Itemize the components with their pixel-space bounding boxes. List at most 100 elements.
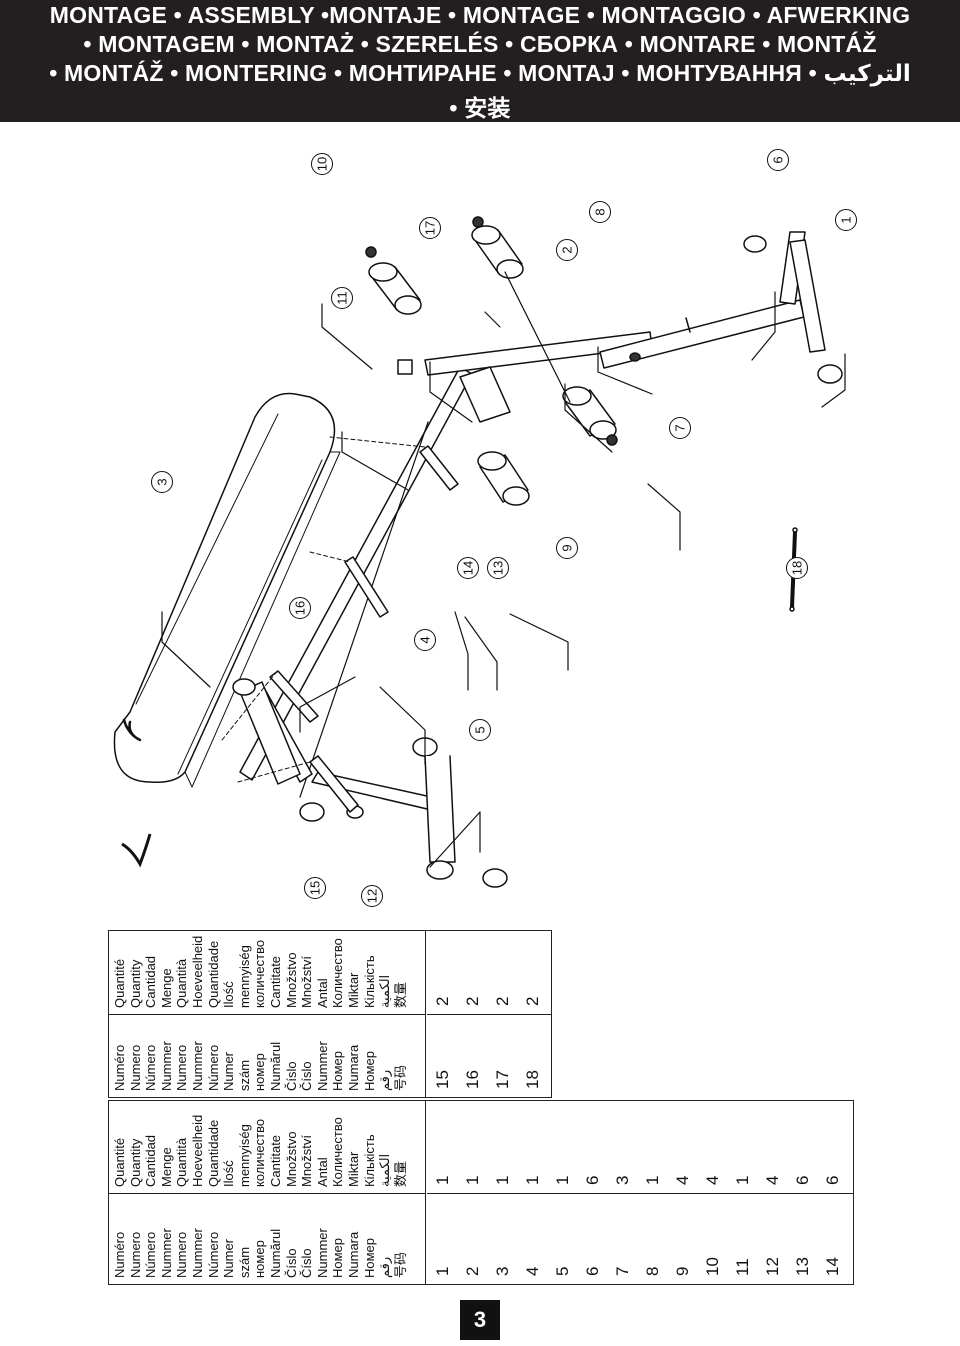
table-header-quantity: Quantidade bbox=[205, 940, 221, 1008]
callout-17: 17 bbox=[419, 217, 441, 239]
table-cell-number: 10 bbox=[703, 1257, 722, 1276]
table-header-quantity: Ilość bbox=[221, 981, 237, 1008]
table-header-number: Číslo bbox=[283, 1248, 299, 1278]
table-header-number: Numero bbox=[127, 1231, 143, 1278]
table-cell-number: 2 bbox=[463, 1266, 482, 1276]
table-header-number: szám bbox=[236, 1246, 252, 1278]
callout-label: 18 bbox=[789, 560, 805, 576]
table-header-number: Číslo bbox=[299, 1061, 315, 1091]
multilingual-header: MONTAGE • ASSEMBLY •MONTAJE • MONTAGE • … bbox=[0, 0, 960, 122]
table-cell-quantity: 6 bbox=[823, 1175, 842, 1185]
table-header-quantity: Menge bbox=[158, 1146, 174, 1187]
front-foot bbox=[743, 231, 843, 384]
callout-label: 4 bbox=[417, 636, 433, 644]
table-header-number: Номер bbox=[361, 1050, 377, 1091]
table-cell-number: 17 bbox=[493, 1070, 512, 1089]
table-cell-number: 12 bbox=[763, 1257, 782, 1276]
roller-axles bbox=[484, 271, 571, 403]
table-header-quantity: Quantità bbox=[174, 1137, 190, 1187]
callout-label: 17 bbox=[422, 220, 438, 236]
table-cell-number: 8 bbox=[643, 1266, 662, 1276]
callout-1: 1 bbox=[835, 209, 857, 231]
table-header-number: Nummer bbox=[158, 1228, 174, 1278]
table-cell-quantity: 1 bbox=[493, 1175, 512, 1185]
callout-label: 10 bbox=[314, 156, 330, 172]
callout-label: 14 bbox=[460, 560, 476, 576]
callout-label: 11 bbox=[334, 291, 350, 305]
table-header-number: Číslo bbox=[283, 1061, 299, 1091]
table-header-quantity: количество bbox=[252, 939, 268, 1008]
table-header-quantity: Cantitate bbox=[268, 1134, 283, 1187]
callout-9: 9 bbox=[556, 537, 578, 559]
table-header-number: Nummer bbox=[190, 1228, 205, 1278]
table-header-number: Номер bbox=[361, 1237, 377, 1278]
table-header-number: Číslo bbox=[299, 1248, 315, 1278]
callout-label: 7 bbox=[672, 424, 688, 432]
table-header-quantity: Количество bbox=[330, 938, 346, 1008]
table-header-quantity: 数量 bbox=[392, 981, 408, 1008]
table-header-quantity: Antal bbox=[314, 978, 330, 1008]
table-header-number: Número bbox=[205, 1044, 221, 1091]
callout-leaders bbox=[161, 291, 846, 868]
callout-label: 13 bbox=[490, 560, 506, 576]
table-header-number: Nummer bbox=[158, 1041, 174, 1091]
assembly-diagram bbox=[0, 122, 960, 922]
header-line-1: MONTAGE • ASSEMBLY •MONTAJE • MONTAGE • … bbox=[49, 2, 911, 28]
callout-5: 5 bbox=[469, 719, 491, 741]
callout-10: 10 bbox=[311, 153, 333, 175]
foam-rollers bbox=[368, 225, 617, 506]
table-cell-quantity: 1 bbox=[433, 1175, 452, 1185]
table-header-quantity: Ilość bbox=[221, 1159, 237, 1187]
table-cell-quantity: 1 bbox=[553, 1175, 572, 1185]
table-header-quantity: количество bbox=[252, 1118, 268, 1187]
callout-2: 2 bbox=[556, 239, 578, 261]
table-cell-number: 5 bbox=[553, 1266, 572, 1276]
table-header-quantity: Quantity bbox=[127, 959, 143, 1008]
table-cell-number: 9 bbox=[673, 1266, 692, 1276]
table-header-quantity: Množstvo bbox=[283, 1130, 299, 1187]
callout-18: 18 bbox=[786, 557, 808, 579]
header-line-2: • MONTAGEM • MONTAŻ • SZERELÉS • СБОРКА … bbox=[83, 31, 877, 57]
table-header-quantity: Hoeveelheid bbox=[190, 935, 205, 1008]
table-header-number: номер bbox=[252, 1053, 268, 1091]
table-header-quantity: Quantità bbox=[174, 958, 190, 1008]
callout-label: 5 bbox=[472, 726, 488, 734]
callout-label: 15 bbox=[307, 880, 323, 896]
table-header-quantity: Quantidade bbox=[205, 1119, 221, 1187]
table-cell-number: 18 bbox=[523, 1070, 542, 1089]
table-header-quantity: Množstvo bbox=[283, 952, 299, 1008]
seat-pad bbox=[113, 392, 341, 788]
page-number: 3 bbox=[460, 1300, 500, 1340]
table-header-quantity: mennyiség bbox=[236, 945, 252, 1008]
callout-label: 9 bbox=[559, 544, 575, 552]
table-header-number: Numara bbox=[346, 1044, 361, 1091]
table-header-quantity: Кількість bbox=[361, 955, 377, 1008]
brand-logo bbox=[121, 833, 152, 868]
table-header-quantity: Menge bbox=[158, 968, 174, 1008]
table-cell-quantity: 4 bbox=[673, 1175, 692, 1185]
table-header-number: Numero bbox=[127, 1044, 143, 1091]
table-header-quantity: Кількість bbox=[361, 1133, 377, 1187]
table-header-quantity: Cantidad bbox=[143, 955, 159, 1008]
table-header-number: Numero bbox=[174, 1231, 190, 1278]
callout-3: 3 bbox=[151, 471, 173, 493]
callout-12: 12 bbox=[361, 885, 383, 907]
callout-label: 12 bbox=[364, 888, 380, 904]
table-header-quantity: Количество bbox=[330, 1116, 346, 1187]
callout-label: 16 bbox=[292, 600, 308, 616]
table-header-quantity: Hoeveelheid bbox=[190, 1114, 205, 1187]
table-cell-quantity: 1 bbox=[733, 1175, 752, 1185]
table-header-number: Номер bbox=[330, 1237, 346, 1278]
callout-11: 11 bbox=[331, 287, 353, 309]
callout-label: 8 bbox=[592, 208, 608, 216]
table-header-number: Numărul bbox=[268, 1228, 283, 1278]
callout-label: 1 bbox=[838, 216, 854, 224]
table-header-quantity: Miktar bbox=[346, 972, 361, 1008]
callout-8: 8 bbox=[589, 201, 611, 223]
assembly-guide-lines bbox=[221, 436, 426, 783]
callout-4: 4 bbox=[414, 629, 436, 651]
